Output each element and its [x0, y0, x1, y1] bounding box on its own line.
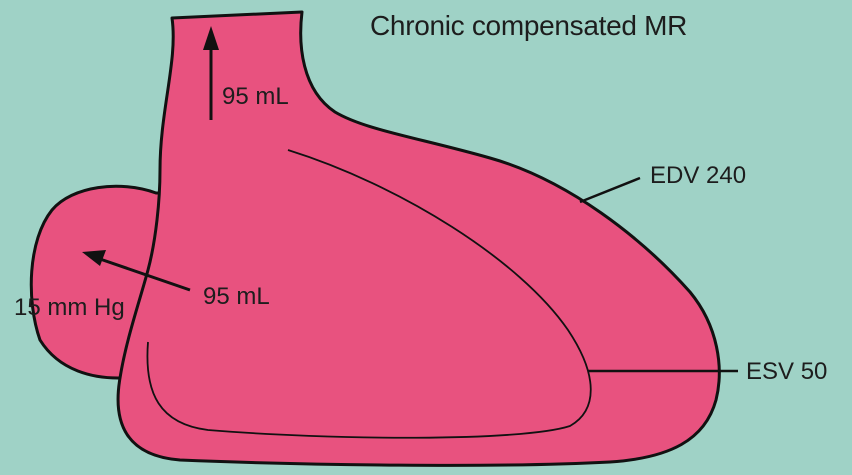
atrial-pressure-label: 15 mm Hg [14, 296, 125, 320]
edv-leader-line [580, 178, 640, 202]
esv-label: ESV 50 [746, 360, 827, 384]
edv-label: EDV 240 [650, 164, 746, 188]
aortic-flow-label: 95 mL [222, 85, 289, 109]
diagram-title: Chronic compensated MR [370, 12, 687, 40]
regurgitant-flow-label: 95 mL [203, 285, 270, 309]
left-ventricle [118, 12, 719, 465]
